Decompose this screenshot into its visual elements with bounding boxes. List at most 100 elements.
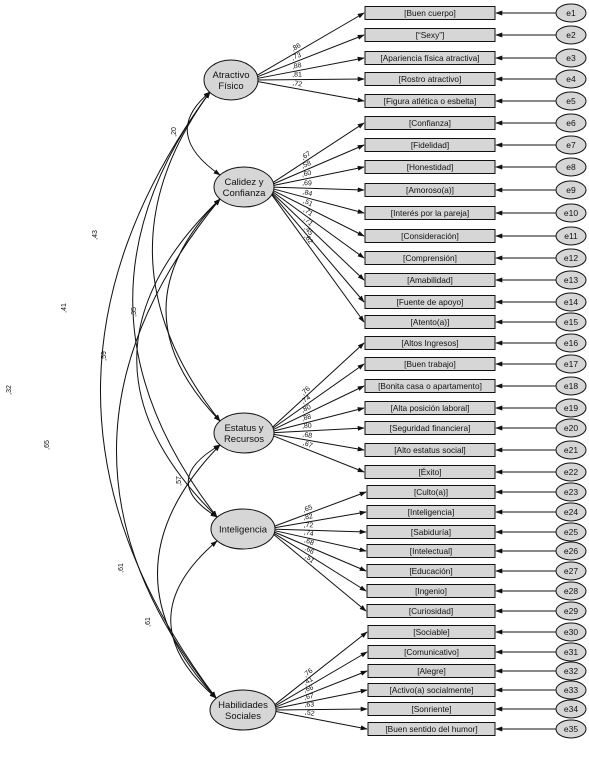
loading-value-e25: ,72 (303, 522, 313, 529)
loading-value-e7: ,58 (301, 160, 313, 170)
error-term-e28 (555, 581, 587, 601)
error-label-e23: e23 (564, 487, 578, 497)
error-term-e12 (555, 248, 587, 268)
loading-value-e15: ,62 (302, 233, 313, 245)
error-term-e3 (555, 48, 587, 68)
loading-value-e1: ,86 (290, 42, 302, 53)
error-term-e20 (555, 418, 587, 438)
error-label-e33: e33 (564, 685, 578, 695)
indicator-label-e6: [Confianza] (409, 118, 451, 128)
loading-arrow-e15 (271, 194, 365, 323)
indicator-box-e27 (366, 564, 496, 578)
indicator-box-e13 (364, 273, 496, 287)
loading-arrow-e20 (271, 425, 365, 434)
loading-value-e28: ,66 (303, 545, 315, 556)
error-label-e27: e27 (564, 566, 578, 576)
indicator-label-e5: [Figura atlética o esbelta] (384, 96, 477, 106)
loading-value-e16: ,76 (300, 385, 312, 397)
latent-factor-F3 (213, 412, 275, 454)
error-term-e34 (555, 699, 587, 719)
loading-value-e12: ,71 (302, 207, 314, 218)
loading-value-e20: ,80 (302, 423, 312, 430)
indicator-box-e22 (364, 465, 496, 479)
indicator-label-e17: [Buen trabajo] (404, 359, 456, 369)
indicator-label-e24: [Inteligencia] (408, 507, 455, 517)
error-label-e13: e13 (564, 275, 578, 285)
correlation-value-F2-F4: ,59 (101, 351, 108, 361)
error-label-e22: e22 (564, 467, 578, 477)
indicator-label-e23: [Culto(a)] (414, 487, 448, 497)
error-label-e31: e31 (564, 647, 578, 657)
indicator-box-e34 (367, 702, 496, 716)
error-term-e1 (555, 3, 587, 23)
indicator-label-e26: [Intelectual] (410, 546, 452, 556)
error-label-e1: e1 (566, 8, 576, 18)
correlation-arc-F4-F5 (170, 540, 218, 699)
loading-value-e21: ,68 (302, 431, 313, 440)
error-term-e33 (555, 680, 587, 700)
indicator-box-e14 (364, 295, 496, 309)
indicator-label-e22: [Éxito] (418, 467, 441, 477)
loading-arrow-e32 (273, 670, 368, 709)
correlation-value-F1-F2: ,20 (171, 127, 178, 137)
correlation-value-F4-F5: ,61 (145, 617, 152, 627)
loading-arrow-e3 (255, 56, 365, 80)
indicator-box-e31 (367, 645, 496, 659)
loading-arrow-e28 (272, 532, 367, 592)
loading-arrow-e31 (273, 651, 368, 707)
indicator-label-e13: [Amabilidad] (407, 275, 453, 285)
loading-arrow-e34 (273, 706, 368, 712)
indicator-box-e1 (364, 6, 496, 20)
correlation-arc-F3-F5 (157, 444, 221, 699)
indicator-box-e30 (367, 625, 496, 639)
loading-arrow-e4 (255, 76, 365, 82)
loading-arrow-e30 (273, 631, 368, 706)
indicator-label-e21: [Alto estatus social] (394, 445, 465, 455)
error-label-e8: e8 (566, 162, 576, 172)
indicator-label-e7: [Fidelidad] (411, 140, 449, 150)
error-term-e31 (555, 642, 587, 662)
error-term-e14 (555, 292, 587, 312)
latent-label-F5-0: Habilidades (218, 700, 268, 711)
correlation-arc-F1-F2 (186, 91, 221, 176)
error-term-e9 (555, 180, 587, 200)
error-term-e22 (555, 462, 587, 482)
error-term-e23 (555, 482, 587, 502)
latent-label-F1-1: Físico (218, 81, 243, 92)
loading-arrow-e12 (271, 190, 365, 259)
indicator-label-e11: [Consideración] (401, 231, 459, 241)
correlation-arc-F1-F4 (132, 91, 218, 518)
indicator-box-e26 (366, 544, 496, 558)
error-term-e6 (555, 113, 587, 133)
loading-value-e3: ,88 (291, 62, 302, 71)
indicator-label-e8: [Honestidad] (407, 162, 454, 172)
loading-value-e2: ,73 (291, 52, 303, 62)
correlation-value-F2-F5: ,65 (44, 440, 51, 450)
indicator-box-e16 (364, 336, 496, 350)
indicator-box-e29 (366, 604, 496, 618)
loading-value-e32: ,66 (303, 684, 315, 694)
loading-value-e10: ,84 (302, 189, 313, 198)
latent-label-F3-0: Estatus y (224, 423, 263, 434)
loading-arrow-e22 (271, 434, 365, 473)
loading-value-e30: ,76 (302, 667, 314, 679)
latent-label-F5-1: Sociales (225, 711, 261, 722)
loading-arrow-e21 (271, 433, 365, 452)
loading-value-e17: ,74 (300, 394, 312, 405)
error-label-e20: e20 (564, 423, 578, 433)
indicator-label-e16: [Altos Ingresos] (401, 338, 458, 348)
error-label-e2: e2 (566, 30, 576, 40)
indicator-label-e19: [Alta posición laboral] (391, 403, 470, 413)
latent-factor-F4 (210, 508, 276, 550)
loading-arrow-e14 (271, 193, 365, 303)
correlation-value-F3-F5: ,61 (118, 563, 125, 573)
loading-arrow-e29 (272, 533, 367, 612)
indicator-box-e25 (366, 525, 496, 539)
loading-value-e4: ,81 (292, 72, 302, 79)
indicator-box-e10 (364, 206, 496, 220)
error-label-e11: e11 (564, 231, 578, 241)
error-term-e26 (555, 541, 587, 561)
indicator-box-e12 (364, 251, 496, 265)
indicator-box-e19 (364, 401, 496, 415)
error-label-e30: e30 (564, 627, 578, 637)
